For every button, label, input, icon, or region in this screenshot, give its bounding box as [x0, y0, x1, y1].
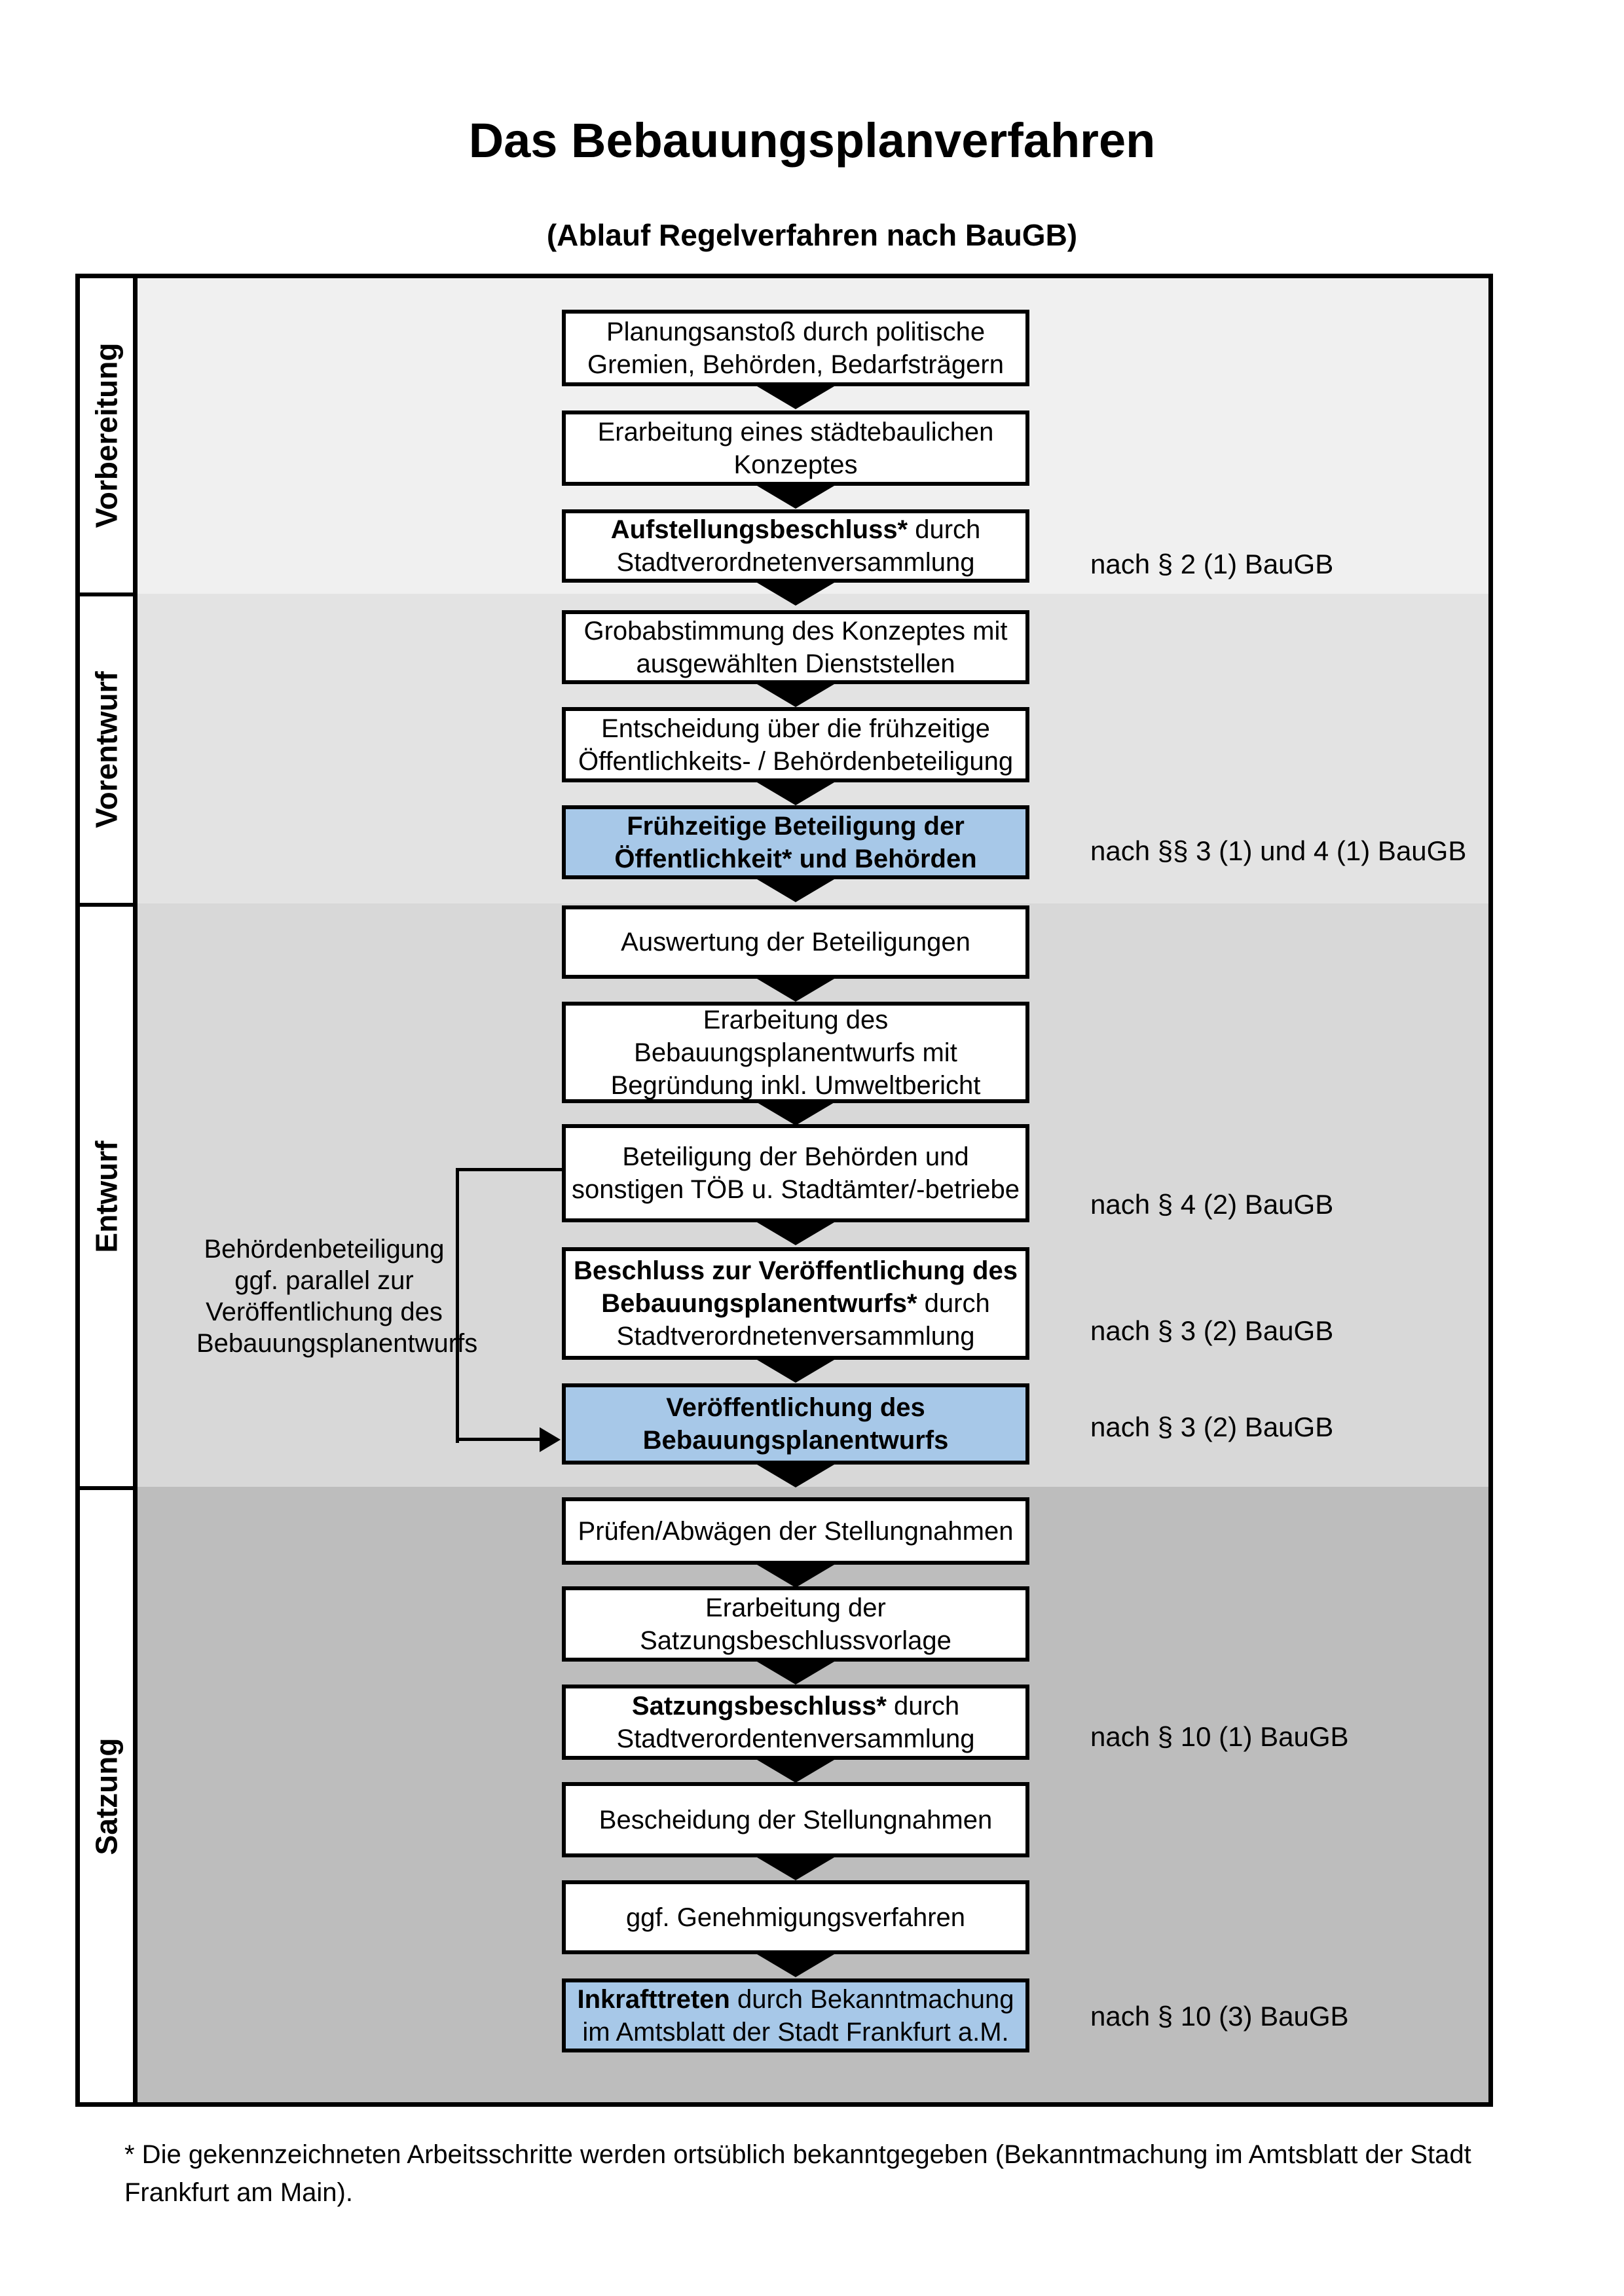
- step-text: Beschluss zur Veröffentlichung des Bebau…: [574, 1256, 1018, 1351]
- step-text: Bescheidung der Stellungnahmen: [599, 1805, 993, 1834]
- step-auswertung-beteiligungen: Auswertung der Beteiligungen: [562, 905, 1029, 979]
- step-text: Erarbeitung eines städtebaulichen Konzep…: [597, 417, 994, 479]
- step-text: Entscheidung über die frühzeitige Öffent…: [578, 714, 1014, 776]
- step-text: Beteiligung der Behörden und sonstigen T…: [571, 1142, 1020, 1204]
- arrow-right-icon: [540, 1427, 561, 1452]
- bracket-line-top: [456, 1168, 562, 1171]
- step-text: Veröffentlichung des Bebauungsplanentwur…: [642, 1393, 949, 1455]
- step-behoerdenbeteiligung: Beteiligung der Behörden und sonstigen T…: [562, 1124, 1029, 1222]
- down-arrow-icon: [754, 682, 838, 707]
- page-subtitle: (Ablauf Regelverfahren nach BauGB): [546, 218, 1078, 252]
- law-reference: nach §§ 3 (1) und 4 (1) BauGB: [1090, 835, 1467, 866]
- down-arrow-icon: [754, 1463, 838, 1487]
- step-text: Prüfen/Abwägen der Stellungnahmen: [578, 1516, 1014, 1546]
- down-arrow-icon: [754, 581, 838, 606]
- down-arrow-icon: [754, 1952, 838, 1977]
- down-arrow-icon: [754, 1358, 838, 1383]
- step-veroeffentlichungsbeschluss: Beschluss zur Veröffentlichung des Bebau…: [562, 1247, 1029, 1360]
- diagram-frame: [75, 274, 1493, 2107]
- step-planungsanstoss: Planungsanstoß durch politische Gremien,…: [562, 310, 1029, 386]
- step-grobabstimmung: Grobabstimmung des Konzeptes mit ausgewä…: [562, 610, 1029, 684]
- row-divider: [80, 903, 138, 907]
- down-arrow-icon: [754, 1660, 838, 1685]
- down-arrow-icon: [754, 484, 838, 509]
- step-text: Grobabstimmung des Konzeptes mit ausgewä…: [583, 616, 1008, 678]
- step-entscheidung-beteiligung: Entscheidung über die frühzeitige Öffent…: [562, 707, 1029, 782]
- down-arrow-icon: [754, 780, 838, 805]
- step-text: Erarbeitung der Satzungsbeschlussvorlage: [640, 1593, 951, 1655]
- step-erarbeitung-entwurf: Erarbeitung des Bebauungsplanentwurfs mi…: [562, 1002, 1029, 1103]
- side-note: Behördenbeteiligung ggf. parallel zur Ve…: [196, 1235, 478, 1358]
- column-divider: [133, 278, 138, 2102]
- law-reference: nach § 4 (2) BauGB: [1090, 1189, 1334, 1220]
- step-text: Planungsanstoß durch politische Gremien,…: [587, 317, 1004, 379]
- step-satzungsbeschlussvorlage: Erarbeitung der Satzungsbeschlussvorlage: [562, 1586, 1029, 1662]
- law-reference: nach § 3 (2) BauGB: [1090, 1315, 1334, 1346]
- law-reference: nach § 3 (2) BauGB: [1090, 1412, 1334, 1442]
- down-arrow-icon: [754, 384, 838, 409]
- law-reference: nach § 10 (1) BauGB: [1090, 1721, 1349, 1752]
- law-reference: nach § 10 (3) BauGB: [1090, 2001, 1349, 2032]
- row-divider: [80, 592, 138, 596]
- down-arrow-icon: [754, 977, 838, 1002]
- section-label-vorbereitung: Vorbereitung: [80, 278, 133, 592]
- step-text: Erarbeitung des Bebauungsplanentwurfs mi…: [610, 1005, 981, 1100]
- step-text: Frühzeitige Beteiligung der Öffentlichke…: [614, 811, 977, 873]
- bracket-line-vertical: [456, 1168, 459, 1443]
- law-reference: nach § 2 (1) BauGB: [1090, 549, 1334, 579]
- down-arrow-icon: [754, 1758, 838, 1783]
- down-arrow-icon: [754, 1855, 838, 1880]
- step-veroeffentlichung-entwurf: Veröffentlichung des Bebauungsplanentwur…: [562, 1383, 1029, 1465]
- down-arrow-icon: [754, 1101, 838, 1125]
- page-title: Das Bebauungsplanverfahren: [468, 113, 1156, 168]
- section-label-entwurf: Entwurf: [80, 907, 133, 1486]
- step-text: Aufstellungsbeschluss* durch Stadtverord…: [610, 515, 981, 577]
- section-label-satzung: Satzung: [80, 1490, 133, 2102]
- step-fruehzeitige-beteiligung: Frühzeitige Beteiligung der Öffentlichke…: [562, 805, 1029, 879]
- step-staedtebauliches-konzept: Erarbeitung eines städtebaulichen Konzep…: [562, 410, 1029, 486]
- step-text: Auswertung der Beteiligungen: [621, 928, 970, 957]
- step-text: ggf. Genehmigungsverfahren: [625, 1903, 966, 1932]
- step-aufstellungsbeschluss: Aufstellungsbeschluss* durch Stadtverord…: [562, 509, 1029, 583]
- step-satzungsbeschluss: Satzungsbeschluss* durch Stadtverordente…: [562, 1685, 1029, 1760]
- step-pruefen-abwaegen: Prüfen/Abwägen der Stellungnahmen: [562, 1497, 1029, 1565]
- step-bescheidung: Bescheidung der Stellungnahmen: [562, 1782, 1029, 1857]
- step-text: Inkrafttreten durch Bekanntmachung im Am…: [577, 1984, 1014, 2047]
- down-arrow-icon: [754, 877, 838, 902]
- bracket-line-bottom: [456, 1438, 541, 1441]
- section-label-vorentwurf: Vorentwurf: [80, 596, 133, 903]
- down-arrow-icon: [754, 1220, 838, 1245]
- footnote: * Die gekennzeichneten Arbeitsschritte w…: [124, 2140, 1471, 2207]
- step-text: Satzungsbeschluss* durch Stadtverordente…: [616, 1691, 975, 1753]
- down-arrow-icon: [754, 1563, 838, 1588]
- row-divider: [80, 1486, 138, 1490]
- step-inkrafttreten: Inkrafttreten durch Bekanntmachung im Am…: [562, 1978, 1029, 2052]
